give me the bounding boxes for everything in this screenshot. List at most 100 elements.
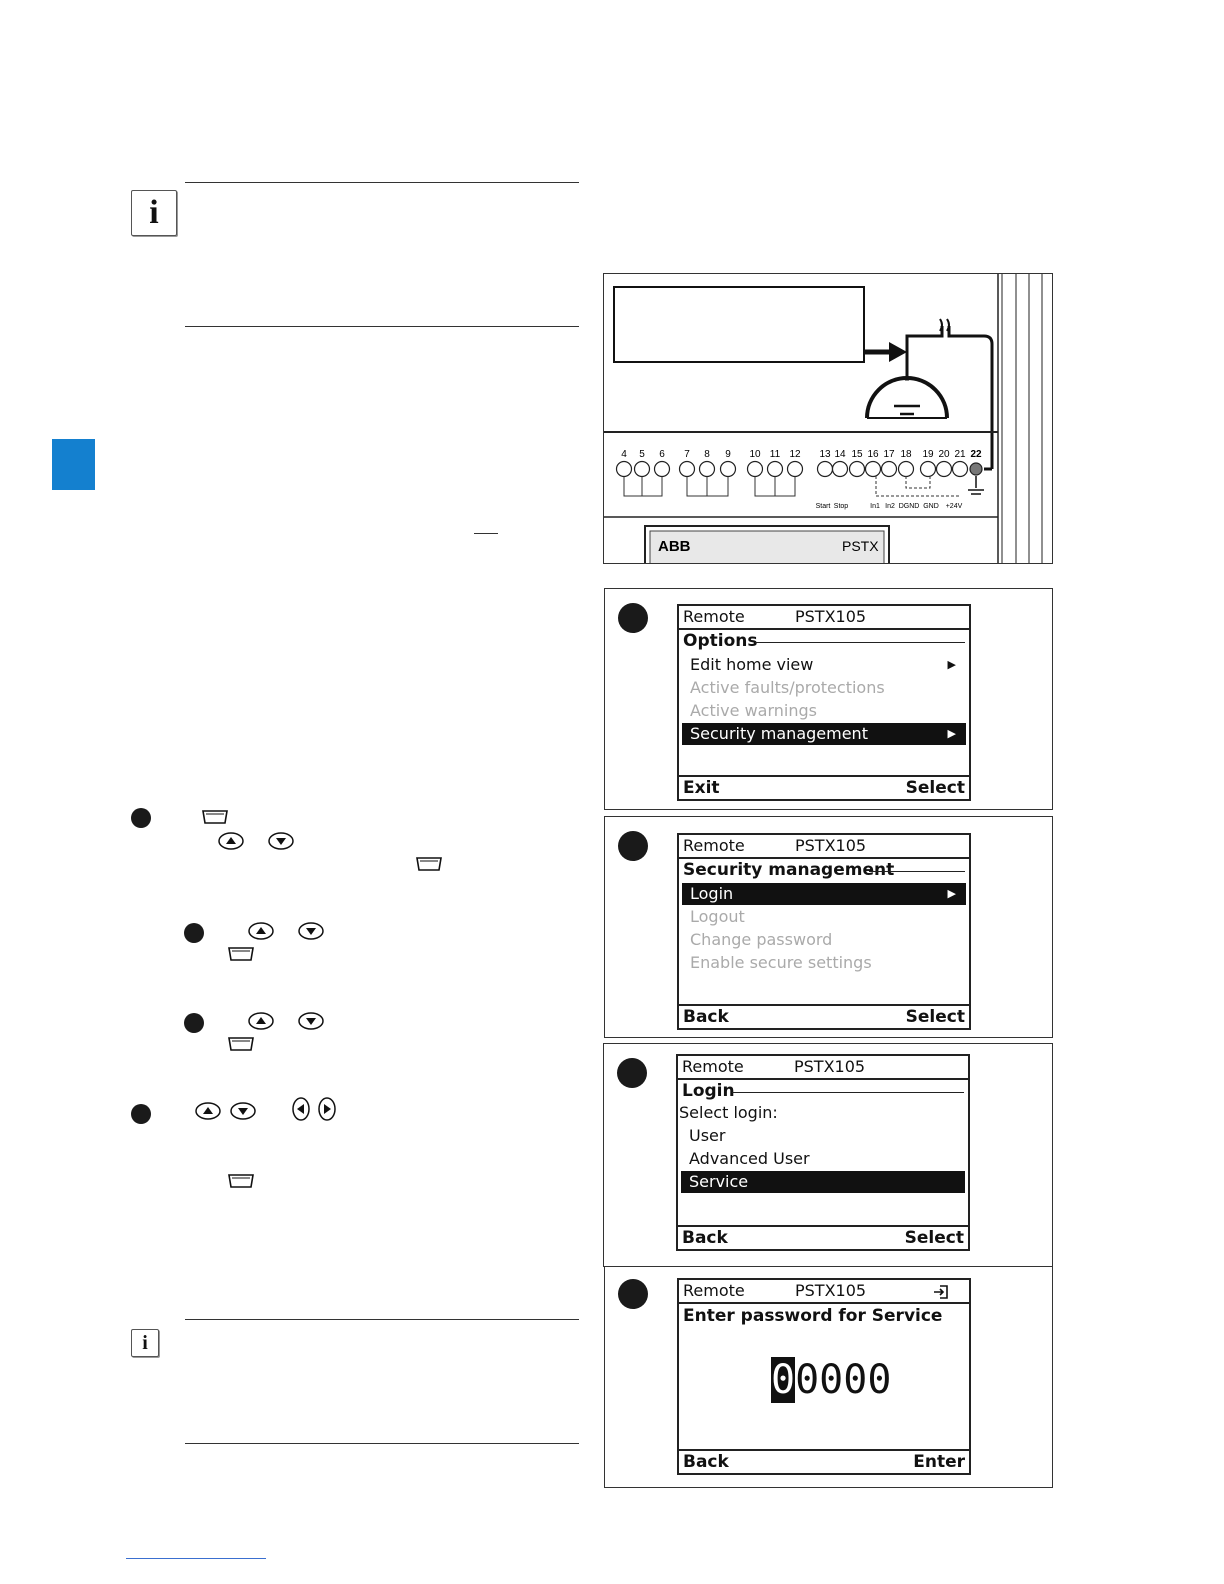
chapter-tab xyxy=(52,439,95,490)
terminal-number: 5 xyxy=(639,449,645,460)
control-panel-display: Remote PSTX105 Options Edit home view▶ A… xyxy=(677,604,971,801)
back-softkey[interactable]: Back xyxy=(683,1007,729,1027)
step-marker xyxy=(618,831,648,861)
chevron-right-icon: ▶ xyxy=(947,658,956,671)
step-marker xyxy=(131,808,151,828)
menu-item-enable-secure-settings[interactable]: Enable secure settings xyxy=(690,953,872,972)
terminal-label: In2 xyxy=(885,503,895,510)
title-rule xyxy=(869,871,965,872)
screen-panel-4: Remote PSTX105 Enter password for Servic… xyxy=(604,1266,1053,1488)
softkey-bar: Exit Select xyxy=(679,775,969,799)
login-option-user[interactable]: User xyxy=(689,1126,726,1145)
back-softkey[interactable]: Back xyxy=(683,1452,729,1472)
note-top-rule xyxy=(185,182,579,183)
down-arrow-key-icon xyxy=(230,1102,256,1120)
terminal-number: 4 xyxy=(621,449,627,460)
terminal-screw xyxy=(766,460,784,478)
device-name: PSTX105 xyxy=(795,1281,867,1300)
terminal-screw xyxy=(816,460,834,478)
status-label: Remote xyxy=(682,1057,744,1076)
device-model: PSTX xyxy=(842,538,879,554)
step-marker xyxy=(184,923,204,943)
device-name: PSTX105 xyxy=(794,1057,866,1076)
terminal-number: 13 xyxy=(819,449,831,460)
password-field[interactable]: 00000 xyxy=(771,1357,891,1403)
terminal-label: GND xyxy=(923,503,939,510)
exit-softkey[interactable]: Exit xyxy=(683,778,720,798)
screen-panel-2: Remote PSTX105 Security management Login… xyxy=(604,816,1053,1038)
terminal-number: 15 xyxy=(851,449,863,460)
terminal-number: 9 xyxy=(725,449,731,460)
title-rule xyxy=(755,642,965,643)
note-bottom-rule xyxy=(185,1443,579,1444)
down-arrow-key-icon xyxy=(298,922,324,940)
select-softkey[interactable]: Select xyxy=(905,778,965,798)
note-top-rule xyxy=(185,1319,579,1320)
terminal-screw xyxy=(951,460,969,478)
terminal-label: Start xyxy=(816,503,831,510)
terminal-screw xyxy=(880,460,898,478)
info-icon: i xyxy=(131,1329,159,1357)
select-login-label: Select login: xyxy=(679,1103,778,1122)
terminal-screw xyxy=(864,460,882,478)
up-arrow-key-icon xyxy=(218,832,244,850)
device-brand: ABB xyxy=(658,538,691,555)
down-arrow-key-icon xyxy=(268,832,294,850)
terminal-number: 18 xyxy=(900,449,912,460)
login-icon xyxy=(933,1283,949,1299)
title-rule xyxy=(732,1092,964,1093)
terminal-number: 17 xyxy=(883,449,895,460)
menu-item-change-password[interactable]: Change password xyxy=(690,930,833,949)
menu-item-edit-home-view[interactable]: Edit home view▶ xyxy=(690,655,956,674)
menu-item-logout[interactable]: Logout xyxy=(690,907,745,926)
enter-softkey[interactable]: Enter xyxy=(913,1452,965,1472)
password-prompt: Enter password for Service xyxy=(683,1306,943,1326)
menu-item-login[interactable]: Login▶ xyxy=(682,883,966,905)
step-marker xyxy=(618,1279,648,1309)
terminal-label: DGND xyxy=(899,503,920,510)
footer-link-rule[interactable] xyxy=(126,1558,266,1559)
terminal-label: In1 xyxy=(870,503,880,510)
terminal-number: 8 xyxy=(704,449,710,460)
terminal-screw xyxy=(615,460,633,478)
login-option-service[interactable]: Service xyxy=(681,1171,965,1193)
menu-title: Options xyxy=(683,631,758,651)
step-marker xyxy=(131,1104,151,1124)
terminal-screw xyxy=(848,460,866,478)
softkey-bar: Back Enter xyxy=(679,1449,969,1473)
back-softkey[interactable]: Back xyxy=(682,1228,728,1248)
select-softkey[interactable]: Select xyxy=(904,1228,964,1248)
terminal-number: 6 xyxy=(659,449,665,460)
menu-item-active-faults[interactable]: Active faults/protections xyxy=(690,678,885,697)
control-panel-display: Remote PSTX105 Enter password for Servic… xyxy=(677,1278,971,1475)
login-option-advanced-user[interactable]: Advanced User xyxy=(689,1149,810,1168)
right-arrow-key-icon xyxy=(318,1097,336,1121)
terminal-number: 22 xyxy=(970,449,982,460)
control-panel-display: Remote PSTX105 Security management Login… xyxy=(677,833,971,1030)
status-label: Remote xyxy=(683,607,745,626)
terminal-screw xyxy=(719,460,737,478)
step-marker xyxy=(184,1013,204,1033)
screen-panel-1: Remote PSTX105 Options Edit home view▶ A… xyxy=(604,588,1053,810)
terminal-screw xyxy=(786,460,804,478)
step-marker xyxy=(618,603,648,633)
status-label: Remote xyxy=(683,1281,745,1300)
password-cursor-digit[interactable]: 0 xyxy=(771,1357,796,1403)
menu-title: Security management xyxy=(683,860,895,880)
display-header: Remote PSTX105 xyxy=(679,1280,969,1304)
terminal-number: 10 xyxy=(749,449,761,460)
softkey-icon xyxy=(202,810,228,824)
chevron-right-icon: ▶ xyxy=(947,887,956,900)
terminal-screw xyxy=(678,460,696,478)
display-header: Remote PSTX105 xyxy=(678,1056,968,1080)
step-marker xyxy=(617,1058,647,1088)
chevron-right-icon: ▶ xyxy=(947,727,956,740)
menu-item-active-warnings[interactable]: Active warnings xyxy=(690,701,817,720)
select-softkey[interactable]: Select xyxy=(905,1007,965,1027)
softkey-icon xyxy=(228,1174,254,1188)
display-header: Remote PSTX105 xyxy=(679,606,969,630)
terminal-screw xyxy=(935,460,953,478)
terminal-label: Stop xyxy=(834,503,849,510)
menu-item-security-management[interactable]: Security management▶ xyxy=(682,723,966,745)
